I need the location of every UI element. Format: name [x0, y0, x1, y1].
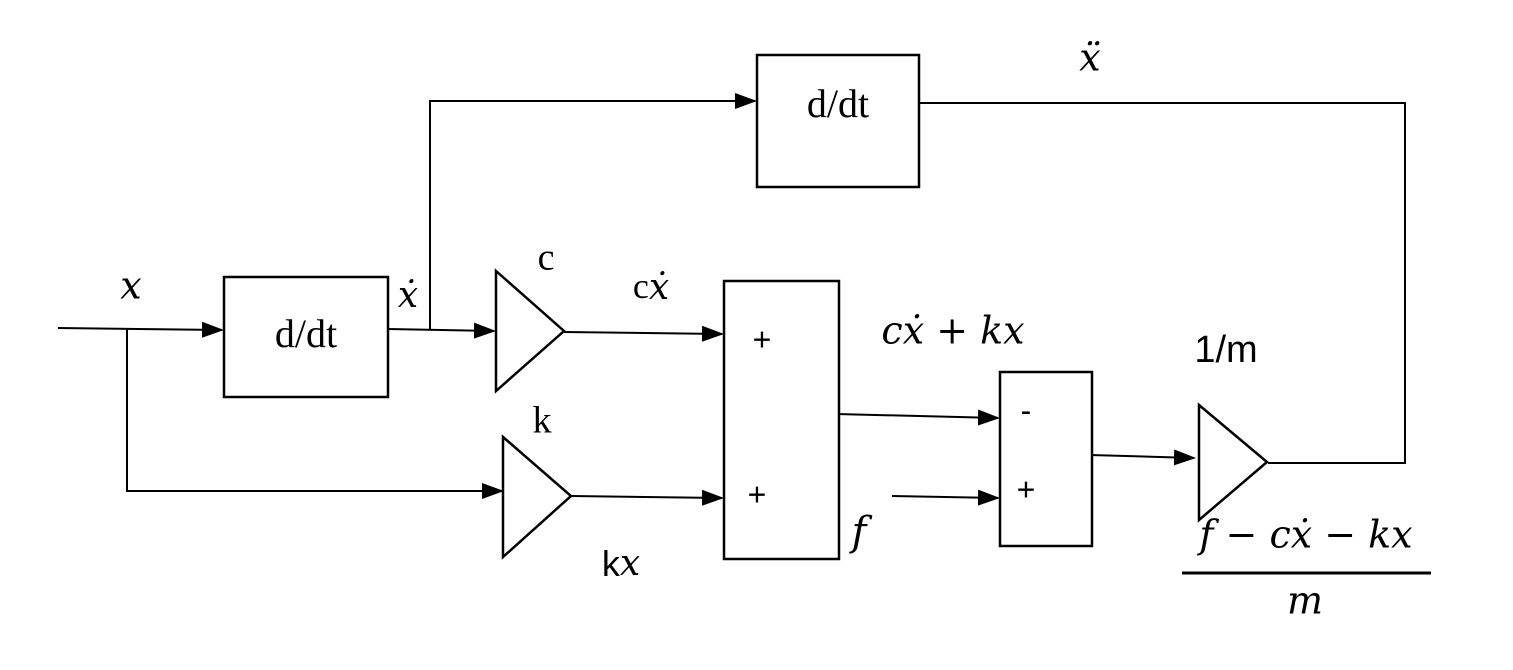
- input-x-label: x: [120, 264, 141, 308]
- subtractor-bottom-sign: +: [1017, 471, 1036, 507]
- damping-gain-triangle: [494, 268, 566, 394]
- external-force-label: f: [849, 509, 873, 555]
- spring-force-label: kx: [602, 543, 640, 584]
- derivative-block-2-label: d/dt: [807, 81, 869, 126]
- subtractor-top-sign: -: [1021, 392, 1032, 428]
- velocity-label: ẋ: [398, 275, 418, 316]
- gain-k-label: k: [533, 400, 552, 442]
- derivative-block-2: d/dt: [755, 53, 921, 189]
- gain-c-label: c: [538, 237, 555, 279]
- damping-output-wire: [563, 325, 724, 342]
- fraction-numerator: f − cẋ − kx: [1196, 513, 1412, 557]
- derivative-block-1: d/dt: [222, 275, 390, 399]
- derivative-block-1-label: d/dt: [275, 311, 337, 356]
- sum-output-label: cẋ + kx: [881, 309, 1024, 353]
- force-input-wire: [891, 489, 1000, 506]
- x-to-k-wire: [126, 329, 504, 499]
- fraction-denominator: m: [1287, 579, 1323, 623]
- velocity-wire: [387, 322, 496, 339]
- acceleration-label: ẍ: [1079, 36, 1100, 80]
- acceleration-feedback-wire: [919, 102, 1406, 464]
- inverse-mass-gain-triangle: [1197, 402, 1269, 523]
- acceleration-fraction: f − cẋ − kx m: [1182, 513, 1431, 623]
- adder-block: + +: [722, 279, 841, 561]
- adder-top-sign: +: [753, 321, 772, 357]
- gain-1-over-m-label: 1/m: [1194, 329, 1257, 371]
- adder-bottom-sign: +: [748, 476, 767, 512]
- sum-output-wire: [835, 409, 1000, 426]
- spring-output-wire: [570, 489, 724, 506]
- damping-force-label: cẋ: [633, 266, 669, 308]
- input-wire: [57, 321, 224, 338]
- velocity-to-derivative-wire: [429, 93, 757, 329]
- subtractor-block: - +: [998, 370, 1094, 548]
- stiffness-gain-triangle: [501, 434, 573, 560]
- subtractor-output-wire: [1089, 449, 1196, 466]
